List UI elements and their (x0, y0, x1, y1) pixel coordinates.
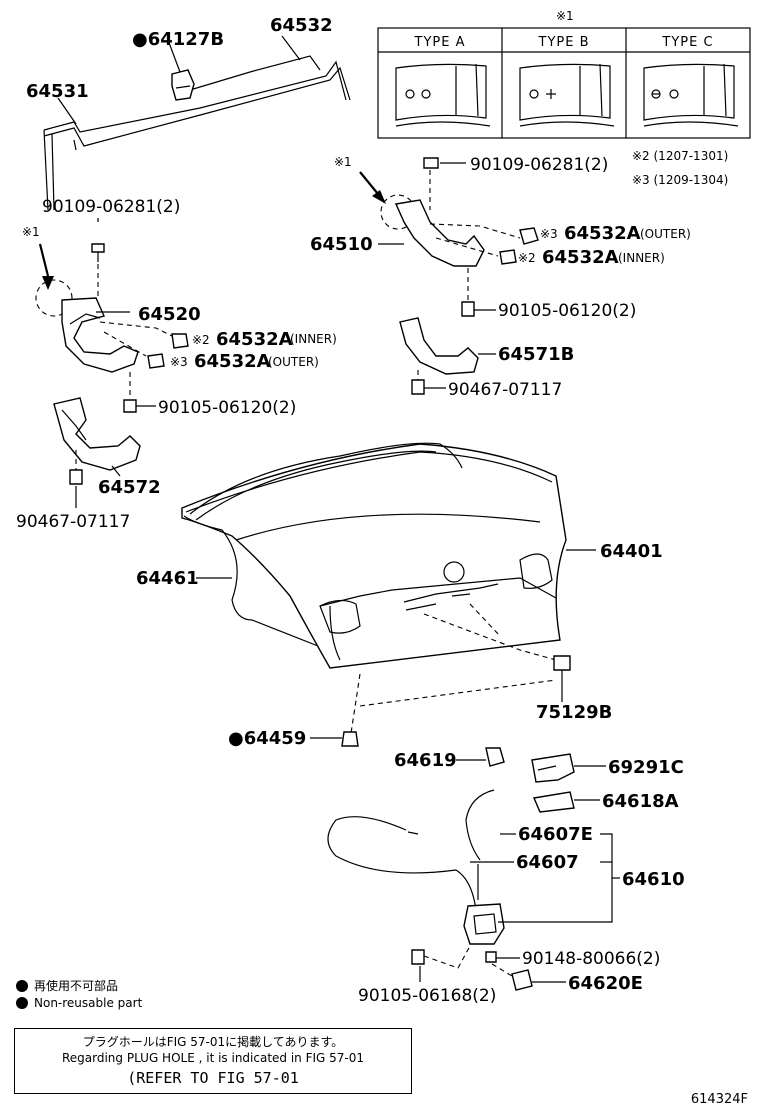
note-en: Regarding PLUG HOLE , it is indicated in… (61, 1051, 365, 1065)
label-64461: 64461 (136, 568, 199, 589)
type-table: ※1 TYPE A TYPE B TYPE C (377, 9, 751, 187)
label-64620e: 64620E (568, 973, 643, 994)
clip-64127b (167, 39, 195, 101)
label-64532a-inner-left: 64532A (216, 329, 293, 350)
label-64532a-outer-left-note: (OUTER) (268, 355, 319, 369)
type-a-header: TYPE A (414, 35, 466, 50)
lid-connectors (310, 549, 596, 747)
weatherstrip-64461 (183, 442, 463, 647)
note-jp: プラグホールはFIG 57-01に掲載してあります。 (82, 1035, 344, 1049)
label-64532: 64532 (270, 15, 333, 36)
legend-jp-text: 再使用不可部品 (34, 979, 119, 993)
note-type3: ※3 (1209-1304) (632, 173, 728, 187)
label-64571b: 64571B (498, 344, 574, 365)
legend-jp: 再使用不可部品 (16, 977, 118, 994)
label-64607e: 64607E (518, 824, 593, 845)
label-bolt-top-right: 90109-06281(2) (470, 155, 608, 175)
label-64401: 64401 (600, 541, 663, 562)
label-bolt-mid-right: 90105-06120(2) (498, 301, 636, 321)
handle-parts (411, 753, 606, 991)
label-69291c: 69291C (608, 757, 684, 778)
label-64532a-inner-left-note: (INNER) (290, 332, 337, 346)
mark-inner-left: ※2 (192, 333, 210, 347)
label-64127b: ●64127B (132, 29, 224, 50)
label-64572: 64572 (98, 477, 161, 498)
mark-outer-left: ※3 (170, 355, 188, 369)
label-clip-left: 90467-07117 (16, 512, 130, 532)
label-64619: 64619 (394, 750, 457, 771)
right-hinge-assy (359, 157, 539, 317)
trunk-lid (181, 443, 567, 669)
label-64610: 64610 (622, 869, 685, 890)
type-b-sketch (519, 63, 615, 127)
label-64532a-inner-right: 64532A (542, 247, 619, 268)
mark-outer-right: ※3 (540, 227, 558, 241)
type-c-header: TYPE C (661, 35, 713, 50)
label-64510: 64510 (310, 234, 373, 255)
label-64531: 64531 (26, 81, 89, 102)
label-64532a-outer-right: 64532A (564, 223, 641, 244)
figure-id: 614324F (690, 1092, 748, 1107)
mark1-right: ※1 (334, 155, 352, 169)
label-clip-right: 90467-07117 (448, 380, 562, 400)
mark1-left: ※1 (22, 225, 40, 239)
label-64532a-outer-right-note: (OUTER) (640, 227, 691, 241)
type-c-sketch (643, 63, 739, 127)
label-bolt-top-left: 90109-06281(2) (42, 197, 180, 217)
non-reusable-dot-icon (16, 980, 28, 992)
label-75129b: 75129B (536, 702, 612, 723)
legend-en: Non-reusable part (16, 996, 142, 1010)
note-type2: ※2 (1207-1301) (632, 149, 728, 163)
cable-assy (327, 747, 620, 945)
plug-hole-note: プラグホールはFIG 57-01に掲載してあります。 Regarding PLU… (14, 1028, 412, 1094)
type-a-sketch (395, 63, 491, 127)
label-64532a-outer-left: 64532A (194, 351, 271, 372)
label-64618a: 64618A (602, 791, 679, 812)
legend-en-text: Non-reusable part (34, 996, 143, 1010)
label-64532a-inner-right-note: (INNER) (618, 251, 665, 265)
type-table-mark: ※1 (556, 9, 574, 23)
mark-inner-right: ※2 (518, 251, 536, 265)
torsion-rods (43, 35, 351, 211)
left-hinge-assy (35, 218, 189, 413)
label-bolt-bottom: 90105-06168(2) (358, 986, 496, 1006)
bracket-64572 (53, 397, 141, 508)
label-64607: 64607 (516, 852, 579, 873)
bracket-64571b (399, 317, 496, 395)
type-b-header: TYPE B (538, 35, 590, 50)
label-90148: 90148-80066(2) (522, 949, 660, 969)
label-64459: ●64459 (228, 728, 306, 749)
note-refer: (REFER TO FIG 57-01 (127, 1069, 299, 1087)
non-reusable-dot-icon (16, 997, 28, 1009)
label-64520: 64520 (138, 304, 201, 325)
label-bolt-mid-left: 90105-06120(2) (158, 398, 296, 418)
